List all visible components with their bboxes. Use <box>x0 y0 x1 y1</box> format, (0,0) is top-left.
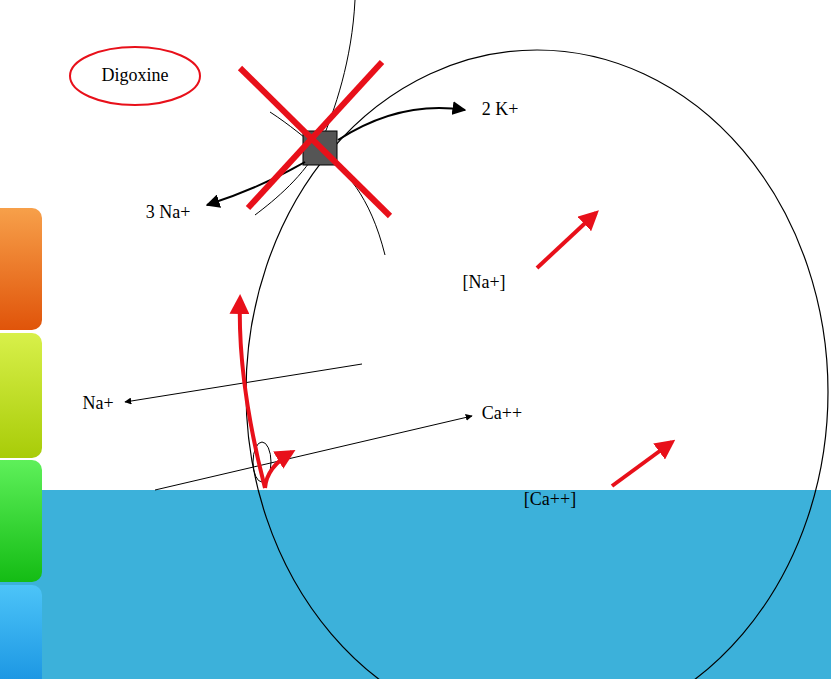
cell-membrane <box>246 50 828 679</box>
ellipse-outline <box>70 47 200 105</box>
ca-exchange-line <box>155 416 472 490</box>
k-arrow <box>338 108 465 140</box>
concentration-label: [Na+] <box>462 272 505 294</box>
red-curve-arrow <box>265 452 292 488</box>
drug-ellipse: Digoxine <box>68 45 202 107</box>
concentration-label: [Ca++] <box>524 489 576 511</box>
ion-label: 3 Na+ <box>146 202 191 224</box>
increase-arrow <box>537 213 596 268</box>
orange-tab <box>0 208 42 330</box>
ion-label: Na+ <box>82 393 113 415</box>
drug-name: Digoxine <box>102 65 169 87</box>
blue-tab <box>0 585 42 679</box>
yellow-tab <box>0 333 42 458</box>
blue-band <box>0 490 831 679</box>
pump-line <box>270 112 385 255</box>
block-cross <box>248 62 382 208</box>
ion-label: Ca++ <box>482 403 522 425</box>
red-curve-arrow <box>240 298 265 488</box>
increase-arrow <box>612 442 672 486</box>
green-tab <box>0 460 42 582</box>
ion-label: 2 K+ <box>482 99 519 121</box>
